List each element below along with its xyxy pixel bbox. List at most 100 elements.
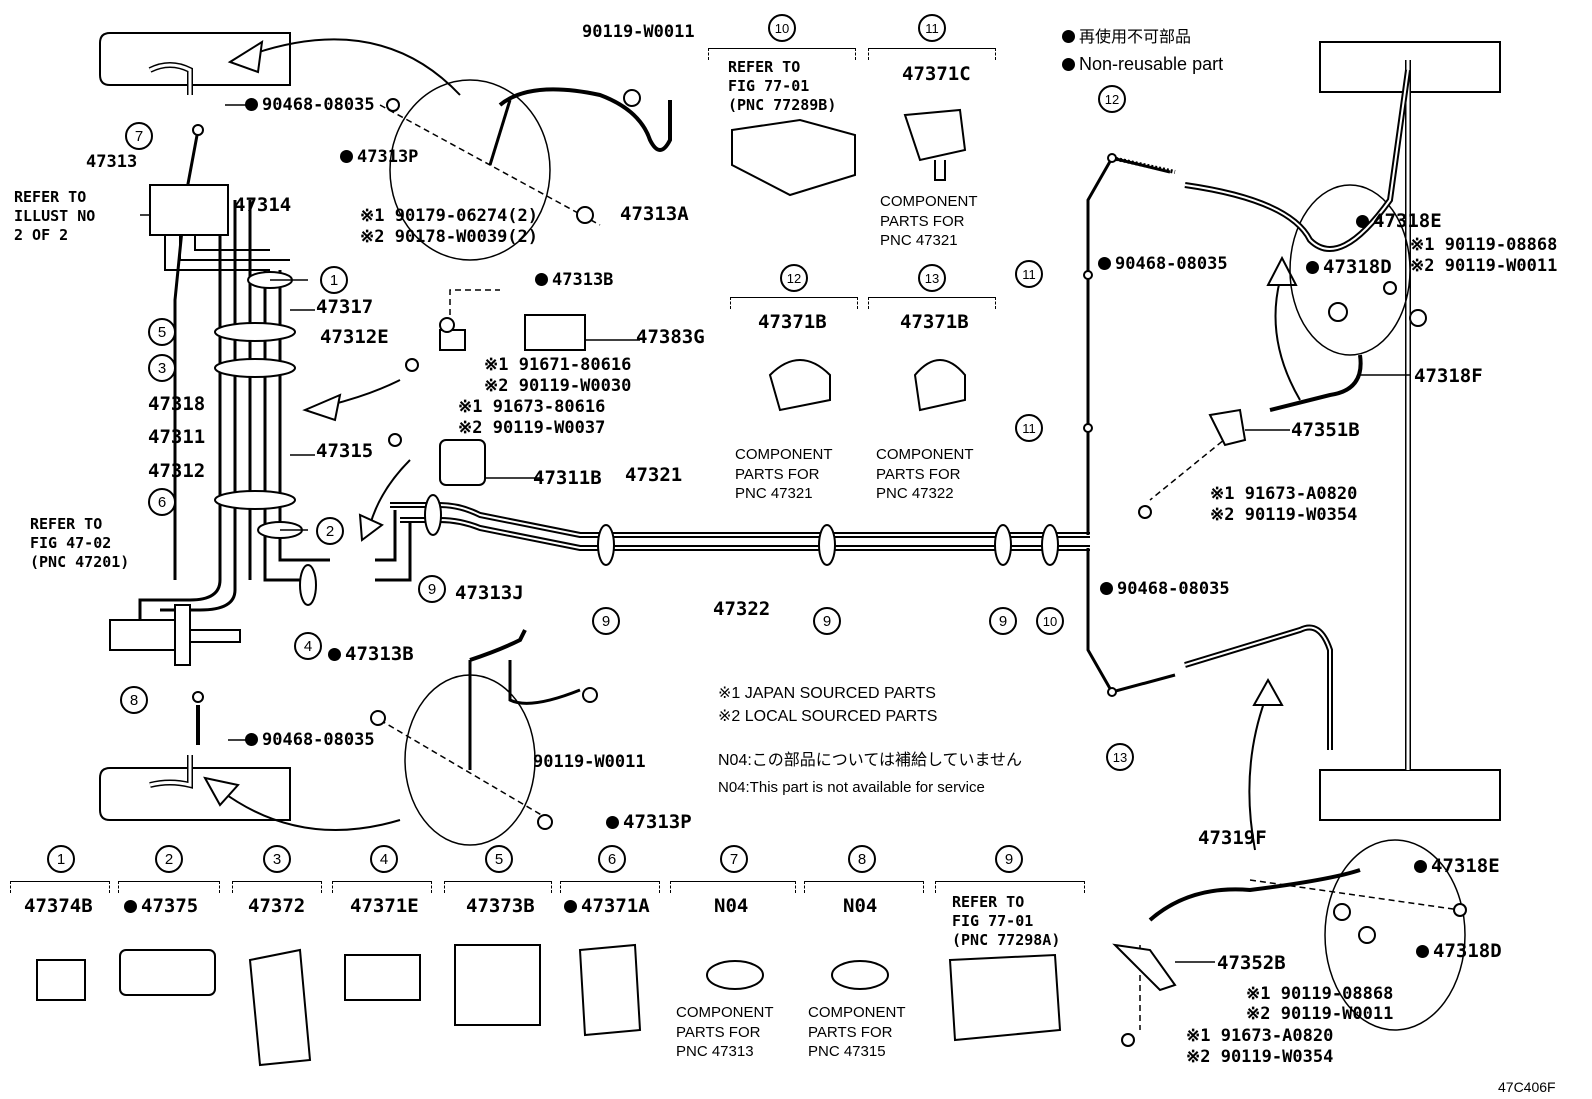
part-91673: ※1 91673-80616 [458,397,606,417]
part-47319F: 47319F [1198,827,1267,849]
note-local: ※2 LOCAL SOURCED PARTS [718,708,938,725]
part-47351B: 47351B [1291,419,1360,441]
callout-4: 4 [294,632,322,660]
part-47314: 47314 [234,194,292,216]
bottom-pnc-3: 47372 [248,895,306,917]
part-90119-w0011-b: 90119-W0011 [533,752,646,772]
part-91673-a0820-a: ※1 91673-A0820 [1210,484,1358,504]
comp-47315: COMPONENT PARTS FOR PNC 47315 [808,1004,906,1060]
callout-7: 7 [125,122,153,150]
part-90119-08868-b: ※1 90119-08868 [1246,984,1394,1004]
group-12-num: 12 [780,264,808,292]
part-90119-w0011-a: 90119-W0011 [582,22,695,42]
bottom-pnc-4: 47371E [350,895,419,917]
ref-fig4702: REFER TO FIG 47-02 (PNC 47201) [30,515,130,571]
ref-fig7701a: REFER TO FIG 77-01 (PNC 77298A) [952,893,1061,949]
callout-11-a: 11 [1015,260,1043,288]
part-90119-08868-a: ※1 90119-08868 [1410,235,1558,255]
part-90119-w0037: ※2 90119-W0037 [458,418,606,438]
callout-6: 6 [148,488,176,516]
group-13-bracket [868,297,996,309]
part-47313P-b: 47313P [606,813,692,832]
part-47311: 47311 [148,426,206,448]
bottom-num-1: 1 [47,845,75,873]
wheel-box-front-right [1319,41,1501,93]
callout-9-d: 9 [989,607,1017,635]
callout-13-line: 13 [1106,743,1134,771]
part-47352B: 47352B [1217,952,1286,974]
part-47313B-a: 47313B [535,272,613,289]
wheel-box-rear-left [99,767,291,821]
part-90468-b: 90468-08035 [245,732,375,749]
bottom-num-3: 3 [263,845,291,873]
part-47321: 47321 [625,464,683,486]
comp-47321-a: COMPONENT PARTS FOR PNC 47321 [880,193,978,249]
legend-nonreusable-jp: 再使用不可部品 [1062,28,1191,49]
part-47371B-a: 47371B [758,311,827,333]
part-91671: ※1 91671-80616 [484,355,632,375]
group-10-num: 10 [768,14,796,42]
part-47317: 47317 [316,296,374,318]
part-47318D-b: 47318D [1416,942,1502,961]
legend-nonreusable-en: Non-reusable part [1062,53,1223,76]
part-47318: 47318 [148,393,206,415]
part-47315: 47315 [316,440,374,462]
bottom-num-4: 4 [370,845,398,873]
part-47318E-b: 47318E [1414,857,1500,876]
arrow-front-right [1274,279,1301,401]
bottom-pnc-2: 47375 [124,897,198,916]
wheel-box-front-left [99,32,291,86]
group-11-num: 11 [918,14,946,42]
callout-3: 3 [148,354,176,382]
bottom-num-8: 8 [848,845,876,873]
part-47371C: 47371C [902,63,971,85]
part-47318F: 47318F [1414,365,1483,387]
part-47312: 47312 [148,460,206,482]
callout-8: 8 [120,686,148,714]
bottom-num-2: 2 [155,845,183,873]
callout-9-c: 9 [813,607,841,635]
bottom-num-6: 6 [598,845,626,873]
comp-47322: COMPONENT PARTS FOR PNC 47322 [876,446,974,502]
bottom-num-5: 5 [485,845,513,873]
part-90119-w0011-c: ※2 90119-W0011 [1410,256,1558,276]
bottom-pnc-6: 47371A [564,897,650,916]
part-47313B-b: 47313B [328,645,414,664]
wheel-box-rear-right [1319,769,1501,821]
arrow-rear-left [219,789,401,831]
part-90468-a: 90468-08035 [245,97,375,114]
note-n04-en: N04:This part is not available for servi… [718,779,985,796]
bottom-pnc-1: 47374B [24,895,93,917]
note-n04-jp: N04:この部品については補給していません [718,752,1023,769]
part-47311B: 47311B [533,467,602,489]
callout-1: 1 [320,266,348,294]
part-91673-a0820-b: ※1 91673-A0820 [1186,1026,1334,1046]
bottom-pnc-5: 47373B [466,895,535,917]
ref-illust: REFER TO ILLUST NO 2 OF 2 [14,188,96,244]
callout-9-b: 9 [592,607,620,635]
part-47313P-a: 47313P [340,149,418,166]
part-47322: 47322 [713,598,771,620]
part-90119-w0030: ※2 90119-W0030 [484,376,632,396]
part-47313J: 47313J [455,582,524,604]
part-90119-w0354-b: ※2 90119-W0354 [1186,1047,1334,1067]
part-90468-c: 90468-08035 [1098,256,1228,273]
part-90119-w0011-d: ※2 90119-W0011 [1246,1004,1394,1024]
part-90119-w0354-a: ※2 90119-W0354 [1210,505,1358,525]
bottom-num-9: 9 [995,845,1023,873]
figure-code: 47C406F [1498,1079,1556,1095]
part-90178: ※2 90178-W0039(2) [360,227,539,247]
group-10-bracket [708,48,856,60]
group-12-bracket [730,297,858,309]
note-japan: ※1 JAPAN SOURCED PARTS [718,685,936,702]
bottom-num-7: 7 [720,845,748,873]
arrow-front-left [249,38,461,96]
part-47318D-a: 47318D [1306,258,1392,277]
part-47318E-a: 47318E [1356,212,1442,231]
callout-11-b: 11 [1015,414,1043,442]
part-90468-d: 90468-08035 [1100,581,1230,598]
arrow-rear-right [1248,699,1266,851]
part-47313A: 47313A [620,203,689,225]
callout-9-a: 9 [418,575,446,603]
